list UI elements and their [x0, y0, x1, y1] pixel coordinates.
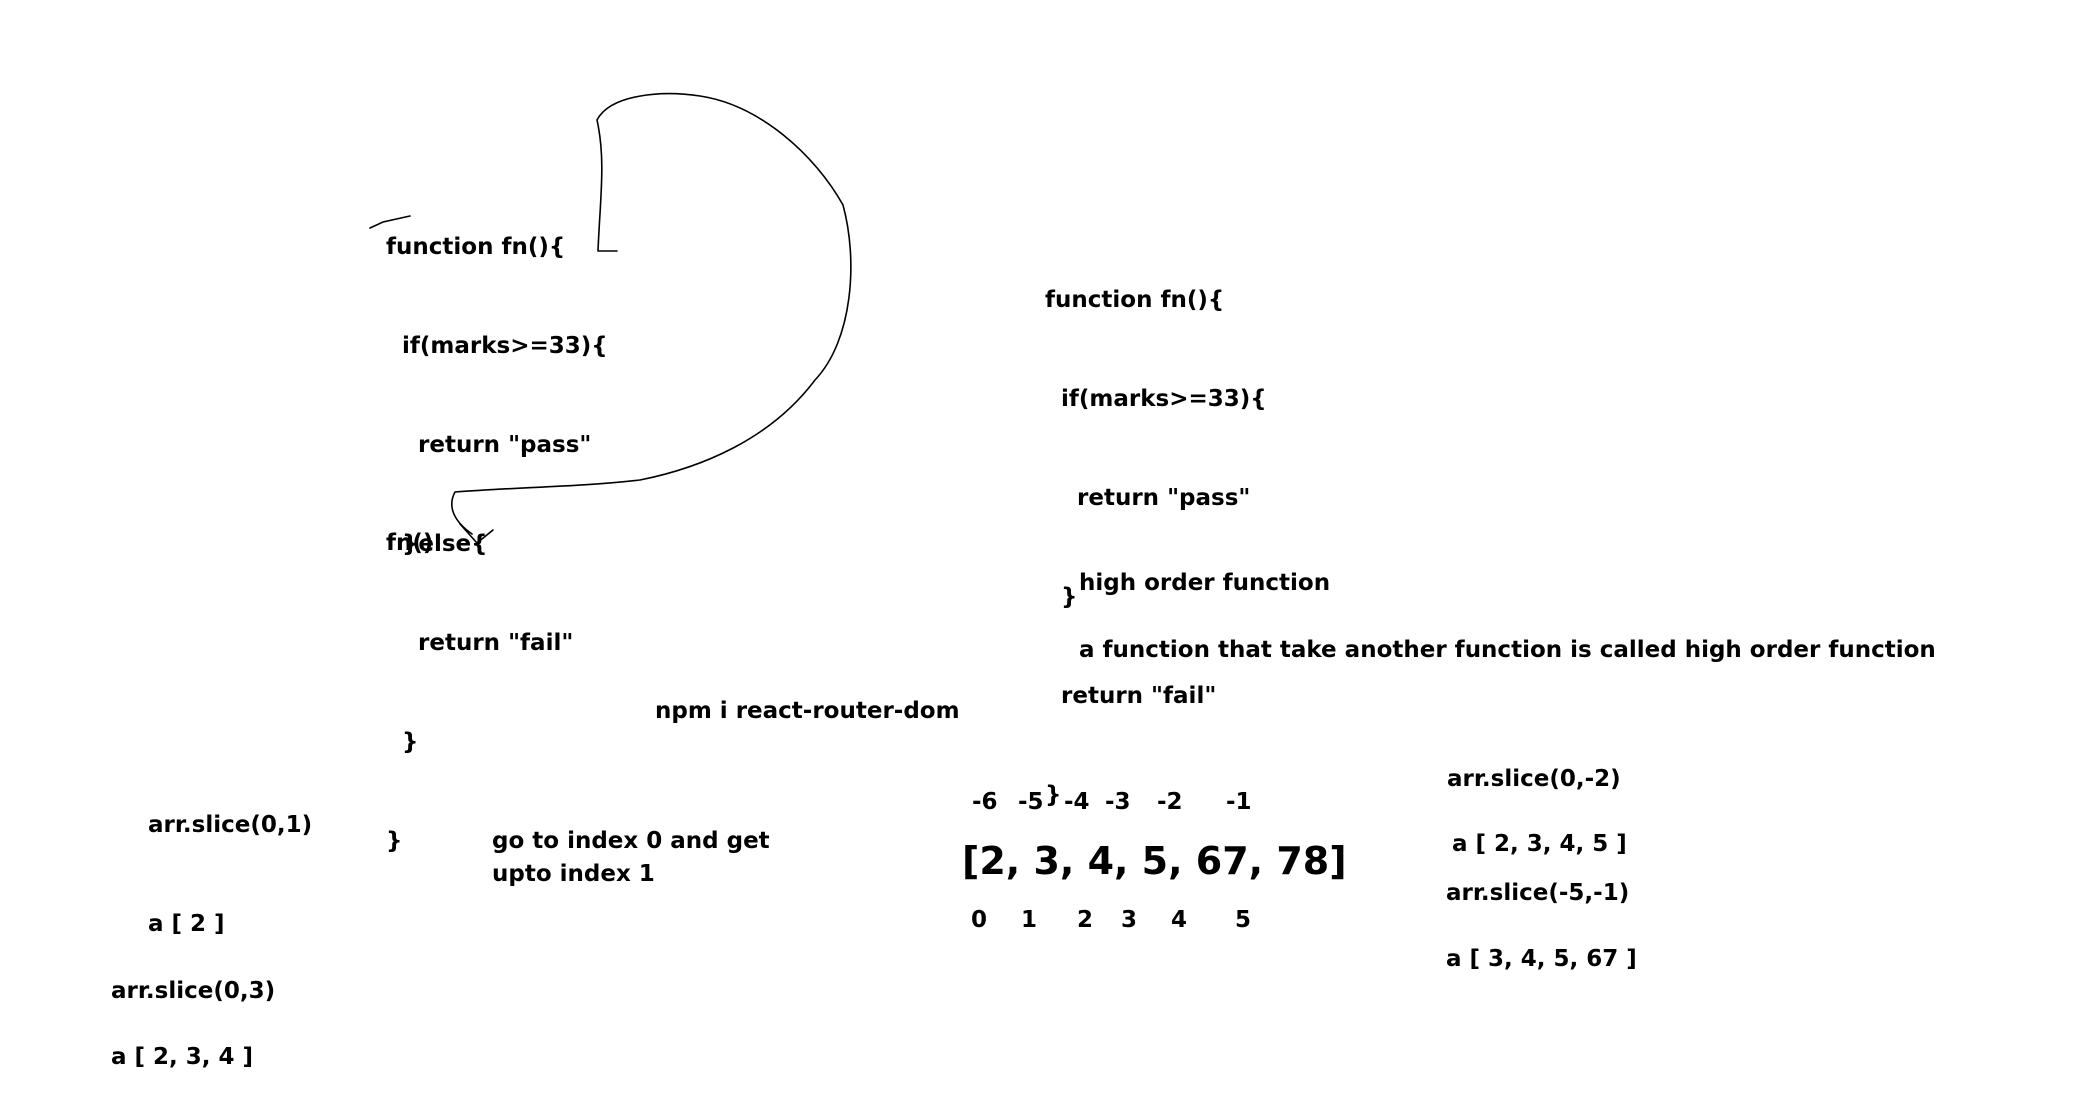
code-line: return "fail" — [386, 630, 574, 656]
slice-result: a [ 2 ] — [148, 911, 225, 937]
positive-index: 2 — [1077, 907, 1094, 933]
code-line: } — [1045, 584, 1078, 610]
slice-result: a [ 2, 3, 4, 5 ] — [1452, 831, 1627, 857]
code-line: } — [386, 729, 419, 755]
positive-index: 1 — [1021, 907, 1038, 933]
arrow-tail-tick — [369, 215, 411, 229]
code-line: } — [386, 828, 403, 854]
code-block-early-return: function fn(){ if(marks>=33){ return "pa… — [1045, 218, 1267, 878]
positive-index: 4 — [1171, 907, 1188, 933]
code-line: } — [1045, 782, 1062, 808]
arrow-curve — [451, 92, 852, 535]
negative-index: -1 — [1226, 789, 1252, 815]
slice-expression: arr.slice(0,3) — [111, 978, 276, 1004]
function-call-label: fn() — [386, 530, 434, 556]
negative-index: -2 — [1157, 789, 1183, 815]
code-block-if-else: function fn(){ if(marks>=33){ return "pa… — [386, 165, 608, 924]
code-line: if(marks>=33){ — [1045, 386, 1267, 412]
code-line: function fn(){ — [386, 234, 566, 260]
positive-index: 5 — [1235, 907, 1252, 933]
negative-index: -5 — [1018, 789, 1044, 815]
code-line: return "fail" — [1045, 683, 1217, 709]
positive-index: 3 — [1121, 907, 1138, 933]
code-line: return "pass" — [1045, 485, 1251, 511]
arrow-head — [459, 523, 494, 544]
array-literal: [2, 3, 4, 5, 67, 78] — [962, 839, 1347, 883]
npm-command: npm i react-router-dom — [655, 698, 960, 724]
slice-result: a [ 3, 4, 5, 67 ] — [1446, 946, 1637, 972]
explanation-line: go to index 0 and get — [492, 828, 770, 854]
hof-definition: a function that take another function is… — [1079, 637, 1936, 663]
slice-result: a [ 2, 3, 4 ] — [111, 1044, 254, 1070]
slice-expression: arr.slice(-5,-1) — [1446, 880, 1630, 906]
code-line: }else{ — [386, 531, 488, 557]
code-line: function fn(){ — [1045, 287, 1225, 313]
hof-title: high order function — [1079, 570, 1331, 596]
slice-expression: arr.slice(0,1) — [148, 812, 313, 838]
code-line: if(marks>=33){ — [386, 333, 608, 359]
negative-index: -6 — [972, 789, 998, 815]
negative-index: -4 — [1064, 789, 1090, 815]
negative-index: -3 — [1105, 789, 1131, 815]
explanation-line: upto index 1 — [492, 861, 655, 887]
code-line: return "pass" — [386, 432, 592, 458]
positive-index: 0 — [971, 907, 988, 933]
slice-expression: arr.slice(0,-2) — [1447, 766, 1621, 792]
